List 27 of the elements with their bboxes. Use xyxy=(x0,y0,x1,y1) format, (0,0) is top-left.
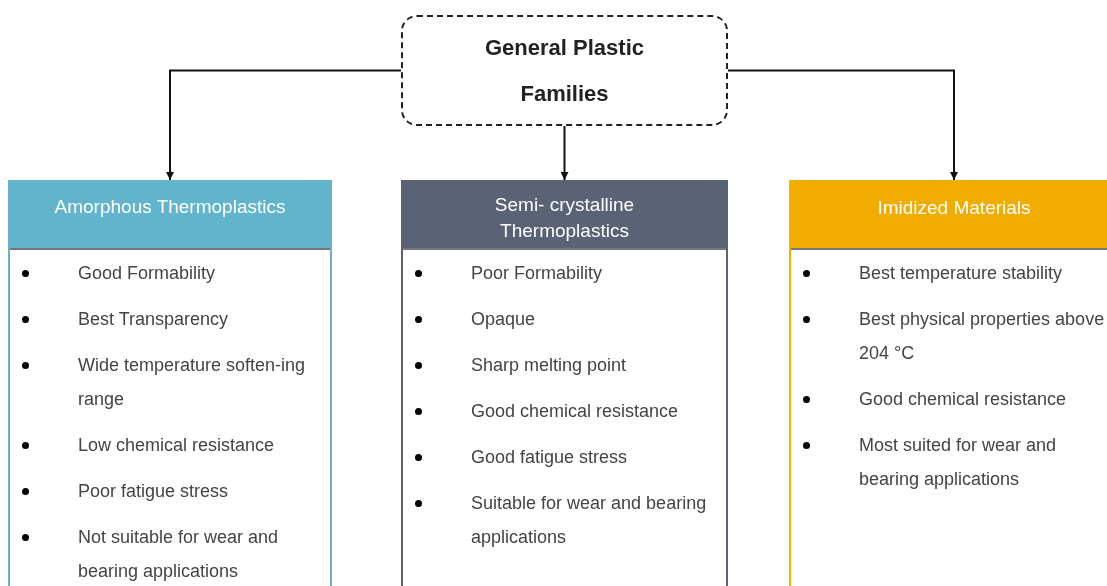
bullet-item: Wide temperature soften-ing range xyxy=(16,348,330,416)
category-column xyxy=(401,180,728,586)
bullet-item: Not suitable for wear and bearing applications xyxy=(16,520,330,586)
category-column xyxy=(789,180,1107,586)
bullet-item: Low chemical resistance xyxy=(16,428,330,462)
bullet-item: Poor Formability xyxy=(409,256,726,290)
category-column xyxy=(8,180,332,586)
bullet-item: Most suited for wear and bearing applications xyxy=(797,428,1107,496)
bullet-item: Best temperature stability xyxy=(797,256,1107,290)
bullet-item: Good Formability xyxy=(16,256,330,290)
bullet-item: Good chemical resistance xyxy=(797,382,1107,416)
connector-arrow xyxy=(727,69,958,181)
bullet-item: Good chemical resistance xyxy=(409,394,726,428)
root-box xyxy=(401,15,728,126)
bullet-item: Sharp melting point xyxy=(409,348,726,382)
bullet-item: Best physical properties above 204 °C xyxy=(797,302,1107,370)
bullet-item: Opaque xyxy=(409,302,726,336)
title-text: General Plastic Families xyxy=(484,33,645,108)
connector-arrow xyxy=(166,69,402,181)
bullet-item: Best Transparency xyxy=(16,302,330,336)
column-header: Amorphous Thermoplastics xyxy=(10,180,330,250)
column-header: Imidized Materials xyxy=(791,180,1107,250)
column-header: Semi- crystalline Thermoplastics xyxy=(403,180,726,250)
connector-arrow xyxy=(560,125,569,181)
bullet-item: Suitable for wear and bearing applications xyxy=(409,486,726,554)
bullet-item: Good fatigue stress xyxy=(409,440,726,474)
bullet-item: Poor fatigue stress xyxy=(16,474,330,508)
